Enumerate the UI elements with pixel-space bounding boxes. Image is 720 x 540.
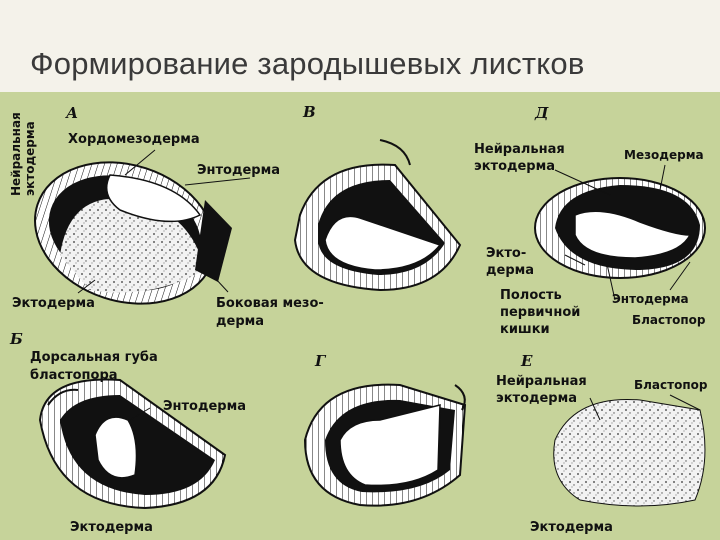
label-lateral-mesoderm-2: дерма	[216, 314, 264, 329]
embryo-d	[535, 178, 705, 278]
label-cavity-3: кишки	[500, 322, 550, 337]
panel-letter-b: Б	[10, 330, 23, 348]
label-mesoderm-d: Мезодерма	[624, 148, 704, 163]
slide-title: Формирование зародышевых листков	[30, 46, 585, 82]
label-neural-d-2: эктодерма	[474, 159, 555, 174]
label-neural-ectoderm-vertical-1: Нейральная	[10, 96, 23, 196]
panel-letter-g: Г	[315, 352, 325, 370]
panel-letter-a: А	[66, 104, 78, 122]
gastrulation-drawings	[0, 92, 720, 540]
label-chordomesoderm: Хордомезодерма	[68, 132, 200, 147]
label-dorsal-lip-1: Дорсальная губа	[30, 350, 158, 365]
label-neural-ectoderm-vertical-2: эктодерма	[24, 96, 37, 196]
panel-letter-v: В	[303, 103, 316, 121]
panel-letter-e: Е	[521, 352, 532, 370]
label-blastopore-e: Бластопор	[634, 378, 707, 393]
label-ectoderm-e: Эктодерма	[530, 520, 613, 535]
label-cavity-1: Полость	[500, 288, 562, 303]
label-ecto-d-1: Экто-	[486, 246, 526, 261]
label-endoderm-d: Энтодерма	[612, 292, 689, 307]
label-neural-d-1: Нейральная	[474, 142, 565, 157]
label-neural-e-1: Нейральная	[496, 374, 587, 389]
label-blastopore-d: Бластопор	[632, 313, 705, 328]
label-neural-e-2: эктодерма	[496, 391, 577, 406]
label-ectoderm-a: Эктодерма	[12, 296, 95, 311]
embryo-g	[305, 385, 465, 506]
label-lateral-mesoderm-1: Боковая мезо-	[216, 296, 324, 311]
label-ecto-d-2: дерма	[486, 263, 534, 278]
embryo-e	[554, 400, 705, 507]
embryo-figure-plate	[0, 92, 720, 540]
label-endoderm-b: Энтодерма	[163, 399, 246, 414]
label-cavity-2: первичной	[500, 305, 580, 320]
label-dorsal-lip-2: бластопора	[30, 368, 118, 383]
label-endoderm-a: Энтодерма	[197, 163, 280, 178]
label-ectoderm-b: Эктодерма	[70, 520, 153, 535]
embryo-v	[295, 140, 460, 290]
panel-letter-d: Д	[535, 104, 548, 122]
title-bar: Формирование зародышевых листков	[0, 0, 720, 92]
